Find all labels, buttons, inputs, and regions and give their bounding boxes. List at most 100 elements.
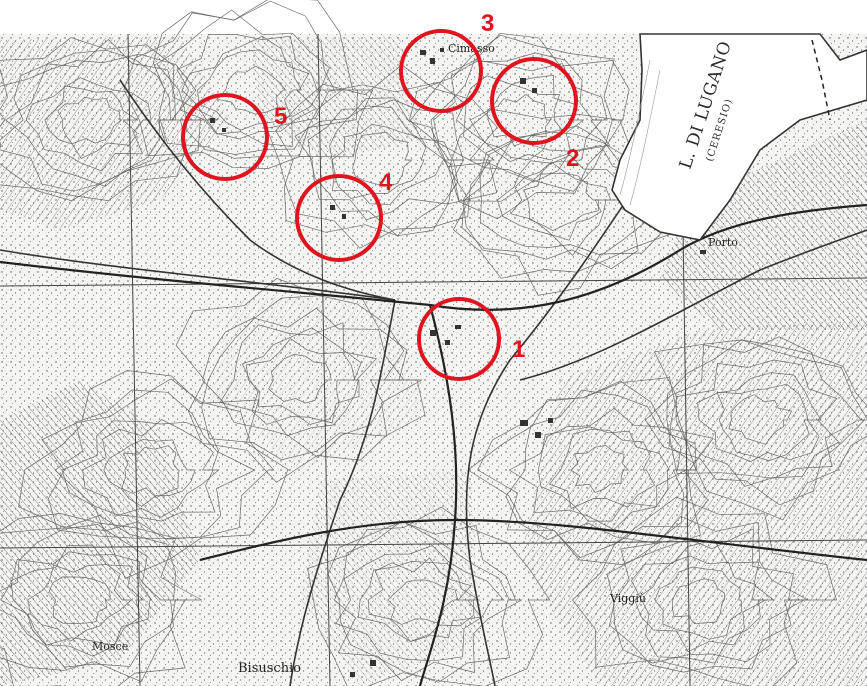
contour-line — [728, 394, 793, 445]
contour-line — [510, 161, 612, 241]
contour-line — [523, 172, 599, 231]
place-labels: Cimasso Porto Bisuschio Mosce Viggiù — [92, 42, 738, 676]
contour-line — [331, 124, 427, 199]
marker-3-number: 3 — [481, 10, 494, 37]
marker-2-number: 2 — [566, 145, 579, 172]
roads — [0, 203, 867, 686]
border-line — [811, 39, 831, 121]
contour-line — [497, 154, 626, 256]
place-label-bisuschio: Bisuschio — [238, 661, 301, 676]
contour-line — [219, 322, 378, 437]
contour-line — [202, 307, 405, 458]
contour-line — [548, 428, 656, 509]
contour-line — [609, 515, 810, 673]
contour-line — [82, 419, 220, 518]
contour-line — [5, 49, 171, 187]
place-label-cimasso: Cimasso — [448, 42, 495, 55]
contour-line — [152, 0, 358, 159]
contour-line — [634, 555, 766, 653]
contour-line — [48, 576, 111, 624]
contour-line — [216, 65, 287, 115]
marker-3-circle[interactable] — [399, 29, 483, 113]
contour-line — [41, 378, 275, 539]
contour-line — [27, 564, 133, 642]
place-label-mosce: Mosce — [92, 640, 128, 653]
contour-line — [156, 9, 344, 155]
contour-line — [508, 407, 686, 531]
marker-layer: 1 2 3 4 5 — [181, 10, 579, 381]
contour-line — [469, 84, 565, 161]
contour-line — [327, 521, 517, 683]
marker-1[interactable]: 1 — [417, 297, 525, 381]
contour-line — [241, 327, 362, 425]
contour-line — [176, 34, 322, 147]
contour-line — [461, 125, 656, 270]
contour-line — [103, 439, 196, 507]
contour-line — [123, 0, 374, 169]
contour-line — [455, 74, 585, 162]
contour-line — [0, 551, 153, 657]
contour-line — [44, 85, 139, 159]
contour-line — [0, 513, 202, 683]
contour-line — [329, 105, 453, 205]
contour-line — [335, 545, 505, 662]
rivers — [0, 79, 867, 686]
contour-line — [57, 96, 123, 145]
marker-2-circle[interactable] — [490, 57, 578, 145]
contour-line — [387, 579, 459, 625]
contour-line — [486, 93, 552, 147]
map-top-margin — [0, 0, 867, 34]
contour-line — [352, 131, 413, 187]
marker-3[interactable]: 3 — [399, 10, 494, 113]
marker-5[interactable]: 5 — [181, 93, 287, 181]
contour-line — [201, 295, 423, 461]
contour-line — [654, 566, 743, 640]
contour-line — [0, 39, 176, 192]
contour-line — [0, 524, 176, 668]
marker-2[interactable]: 2 — [490, 57, 579, 172]
contour-line — [61, 420, 219, 522]
contour-line — [121, 445, 180, 499]
contour-line — [570, 445, 630, 493]
lake-lugano: L. DI LUGANO (CERESIO) — [611, 33, 867, 241]
place-label-porto: Porto — [708, 236, 738, 249]
contour-line — [666, 339, 867, 479]
map-grid — [0, 33, 867, 686]
contour-line — [181, 35, 317, 140]
place-label-viggiu: Viggiù — [609, 592, 646, 605]
contour-line — [671, 578, 725, 625]
contour-line — [245, 338, 356, 425]
marker-5-circle[interactable] — [181, 93, 269, 181]
contour-line — [307, 506, 551, 686]
contour-line — [479, 140, 645, 256]
marker-1-circle[interactable] — [417, 297, 501, 381]
marker-4[interactable]: 4 — [295, 169, 393, 262]
contour-line — [197, 49, 302, 131]
contour-line — [10, 544, 145, 646]
contour-line — [716, 383, 810, 461]
marker-5-number: 5 — [274, 103, 287, 130]
contour-line — [408, 34, 624, 220]
contour-line — [606, 528, 806, 664]
contour-line — [644, 336, 866, 506]
contour-line — [697, 372, 822, 463]
marker-4-number: 4 — [379, 169, 393, 196]
contour-line — [0, 515, 187, 686]
contour-line — [357, 561, 482, 642]
contour-line — [18, 370, 290, 579]
marker-1-number: 1 — [512, 336, 525, 363]
contour-line — [675, 359, 840, 487]
contour-line — [477, 380, 714, 559]
contour-line — [467, 377, 701, 565]
contour-line — [572, 496, 837, 686]
contour-line — [537, 426, 671, 522]
contour-line — [266, 82, 496, 249]
contour-line — [294, 97, 465, 221]
contour-line — [653, 339, 867, 521]
contour-line — [630, 539, 775, 664]
marker-4-circle[interactable] — [295, 174, 383, 262]
settlements — [210, 48, 706, 677]
contour-line — [175, 277, 426, 483]
